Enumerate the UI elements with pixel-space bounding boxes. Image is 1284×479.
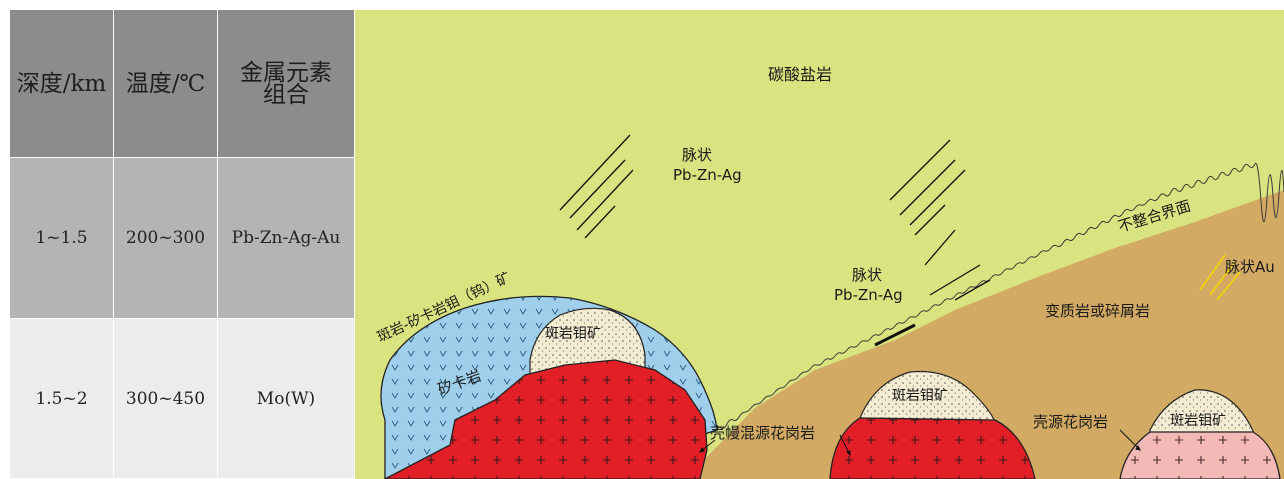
label-mixed-granite: 壳幔混源花岗岩 [710, 424, 815, 442]
label-porphyry-mo-1: 斑岩钼矿 [545, 326, 601, 342]
geology-diagram: 碳酸盐岩 脉状 Pb-Zn-Ag 脉状 Pb-Zn-Ag 脉状Au 不整合界面 … [355, 10, 1284, 479]
porphyry-cap-3-texture [1150, 389, 1255, 435]
crust-granite-texture [1120, 432, 1280, 479]
label-vein1-line2: Pb-Zn-Ag [673, 166, 742, 184]
label-porphyry-mo-2: 斑岩钼矿 [892, 388, 948, 404]
au-veins [1199, 254, 1241, 301]
porphyry-cap-2-texture [860, 371, 995, 422]
label-metamorphic: 变质岩或碎屑岩 [1045, 302, 1150, 320]
label-vein1-line1: 脉状 [682, 146, 712, 164]
porphyry-cap-1-texture [530, 308, 645, 375]
mixed-granite-2-texture [830, 418, 1035, 479]
header-temperature: 温度/℃ [114, 10, 218, 158]
mixed-granite-1-texture [385, 360, 707, 479]
leader-arrows [699, 429, 1141, 457]
header-metals-line1: 金属元素 [240, 59, 332, 86]
label-carbonate: 碳酸盐岩 [768, 65, 832, 84]
row2-depth: 1.5~2 [10, 319, 114, 479]
label-vein-au: 脉状Au [1225, 258, 1275, 276]
row1-temperature: 200~300 [114, 158, 218, 319]
label-porphyry-mo-3: 斑岩钼矿 [1170, 413, 1226, 429]
metamorphic-layer [685, 190, 1284, 479]
vein-set-1 [559, 134, 634, 239]
header-depth: 深度/km [10, 10, 114, 158]
row1-metals: Pb-Zn-Ag-Au [218, 158, 355, 319]
unconformity-line [714, 162, 1284, 431]
geology-cross-section: 碳酸盐岩 脉状 Pb-Zn-Ag 脉状 Pb-Zn-Ag 脉状Au 不整合界面 … [355, 10, 1284, 479]
header-metals: 金属元素 组合 [218, 10, 355, 158]
label-vein2-line2: Pb-Zn-Ag [834, 286, 903, 304]
label-crust-granite: 壳源花岗岩 [1033, 413, 1108, 431]
data-table: 深度/km 温度/℃ 金属元素 组合 1~1.5 200~300 Pb-Zn-A… [10, 10, 355, 479]
vein-set-2 [874, 139, 991, 347]
row1-depth: 1~1.5 [10, 158, 114, 319]
row2-temperature: 300~450 [114, 319, 218, 479]
header-metals-line2: 组合 [263, 81, 309, 108]
label-vein2-line1: 脉状 [852, 266, 882, 284]
row2-metals: Mo(W) [218, 319, 355, 479]
